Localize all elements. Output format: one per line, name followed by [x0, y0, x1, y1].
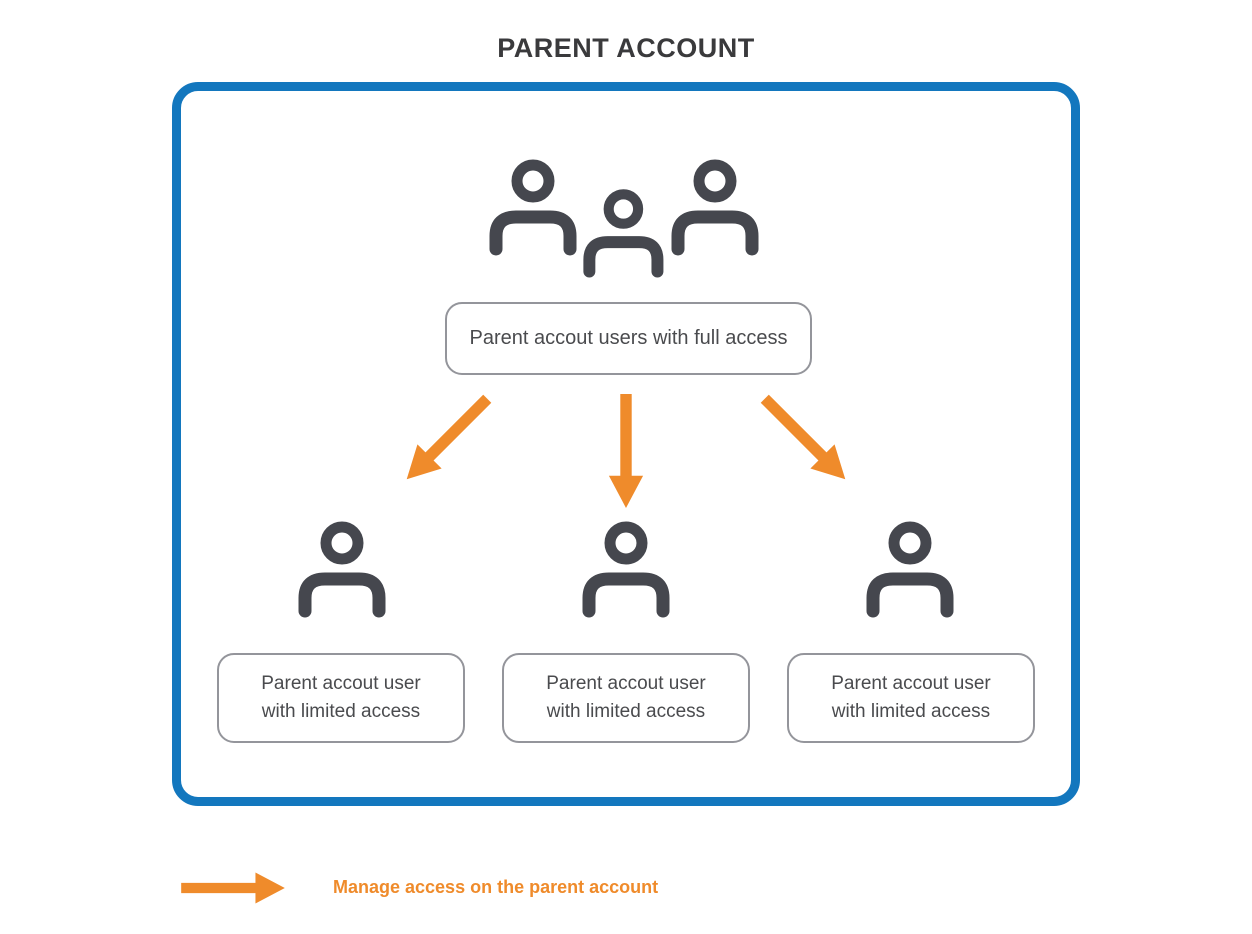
limited-access-label-line: with limited access	[831, 701, 991, 722]
user-icon	[581, 518, 671, 618]
limited-access-box: Parent accout user with limited access	[787, 653, 1035, 743]
arrow-down-icon	[605, 394, 647, 508]
limited-access-label-line: with limited access	[261, 701, 421, 722]
diagram-title: PARENT ACCOUNT	[497, 33, 755, 63]
user-icon	[297, 518, 387, 618]
limited-access-label-line: Parent accout user	[546, 673, 706, 694]
arrow-right-icon	[172, 869, 294, 912]
user-icon	[865, 518, 955, 618]
limited-access-label-line: Parent accout user	[831, 673, 991, 694]
limited-access-label-line: with limited access	[546, 701, 706, 722]
full-access-box: Parent accout users with full access	[445, 302, 812, 375]
full-access-label: Parent accout users with full access	[469, 327, 788, 349]
users-group-icon	[488, 150, 760, 282]
limited-access-box: Parent accout user with limited access	[502, 653, 750, 743]
legend-label: Manage access on the parent account	[333, 877, 659, 897]
limited-access-box: Parent accout user with limited access	[217, 653, 465, 743]
limited-access-label-line: Parent accout user	[261, 673, 421, 694]
